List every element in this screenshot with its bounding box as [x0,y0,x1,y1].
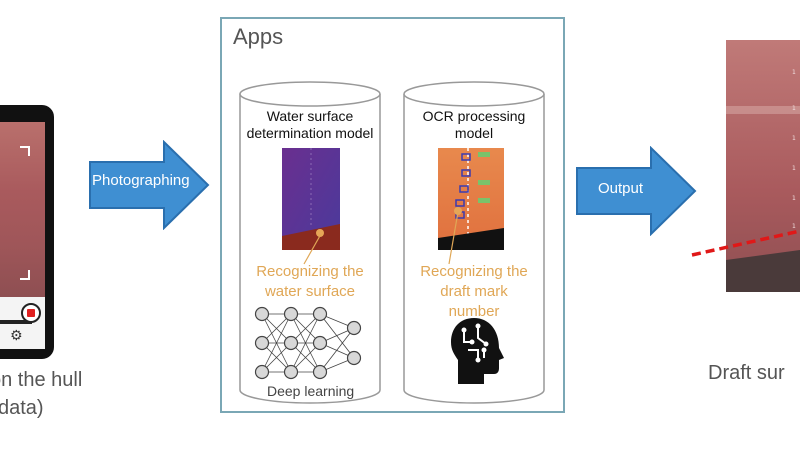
ocr-result-line2: draft mark [440,283,508,300]
water-model-title-line1: Water surface [266,108,354,124]
ai-head-icon [451,318,504,384]
svg-text:1: 1 [792,165,796,172]
phone-camera-view [0,122,45,297]
water-result-line2: water surface [264,283,356,300]
output-label: Output [598,180,644,197]
gear-icon[interactable]: ⚙ [10,327,23,343]
left-caption-line1: on the hull [0,369,83,391]
ocr-model-title-line2: model [454,125,494,141]
viewfinder-corner-icon [20,146,30,156]
waterline-dashed-line [691,229,800,257]
left-caption: on the hull data) [0,366,82,422]
ocr-pointer-line [448,211,459,265]
svg-text:1: 1 [792,105,796,112]
neural-network-icon [254,306,362,380]
ocr-result-line1: Recognizing the [420,263,528,280]
water-result-label: Recognizing the water surface [238,262,382,302]
svg-text:1: 1 [792,69,796,76]
phone-notch [0,108,45,122]
svg-text:1: 1 [792,223,796,230]
phone-progress-bar [0,320,32,324]
svg-text:1: 1 [792,195,796,202]
record-button[interactable] [21,303,41,323]
photographing-label: Photographing [92,172,190,189]
water-pointer-line [303,233,322,265]
svg-text:1: 1 [792,135,796,142]
ocr-result-line3: number [448,303,500,320]
ocr-model-title: OCR processing model [402,108,546,142]
apps-title: Apps [233,24,284,49]
water-model-title: Water surface determination model [238,108,382,142]
output-arrow [576,146,697,236]
right-caption: Draft sur [708,362,785,384]
deep-learning-label: Deep learning [267,383,355,399]
ocr-model-title-line1: OCR processing [422,108,526,124]
draft-result-image: 1 1 1 1 1 1 [726,40,800,292]
ocr-result-label: Recognizing the draft mark number [402,262,546,322]
photographing-arrow [89,140,210,230]
water-model-title-line2: determination model [246,125,374,141]
left-caption-line2: data) [0,397,44,419]
water-result-line1: Recognizing the [256,263,364,280]
ocr-hull-image [438,148,504,250]
viewfinder-corner-icon [20,270,30,280]
water-surface-image [282,148,340,250]
